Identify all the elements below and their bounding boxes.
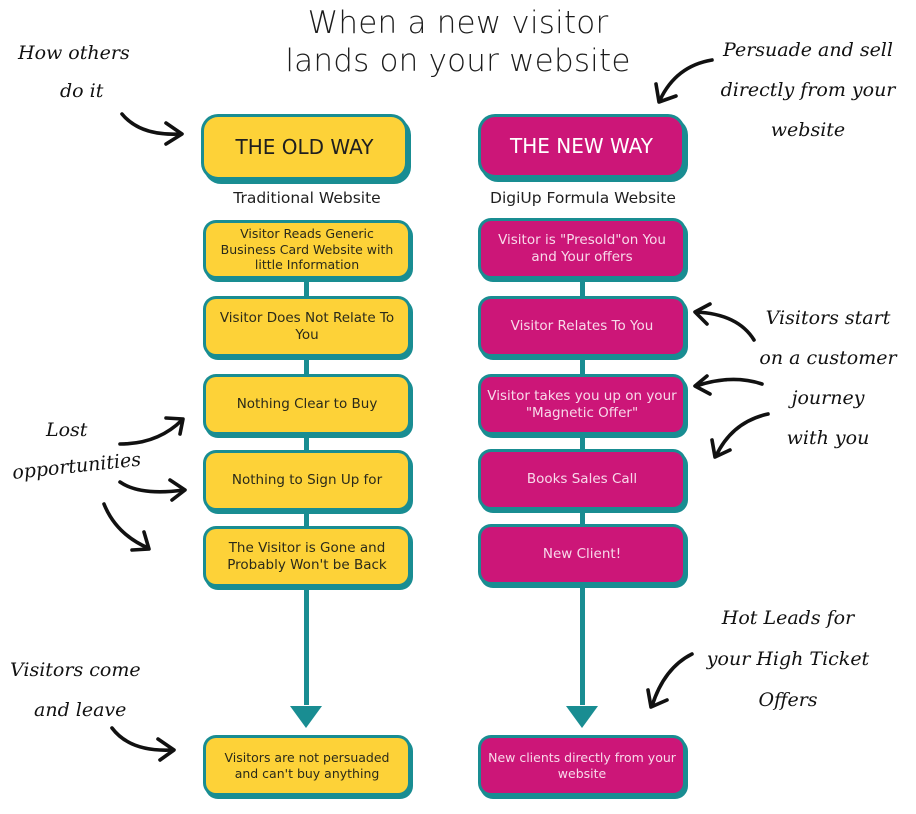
annotation-journey-line-3: journey	[791, 387, 865, 409]
annotation-lost-opportunities: Lost opportunities	[4, 412, 154, 484]
annotation-persuade-line-2: directly from your	[720, 79, 896, 101]
annotation-journey: Visitors start on a customer journey wit…	[748, 298, 908, 458]
annotation-lost-line-1: Lost	[46, 419, 88, 441]
old-way-arrowhead-icon	[290, 706, 322, 728]
title-line-1: When a new visitor	[307, 5, 609, 41]
annotation-hot-leads-line-2: your High Ticket	[706, 648, 870, 670]
new-step-4: Books Sales Call	[481, 452, 683, 507]
annotation-persuade: Persuade and sell directly from your web…	[708, 30, 908, 150]
old-way-outcome: Visitors are not persuaded and can't buy…	[206, 738, 408, 793]
page-title: When a new visitor lands on your website	[0, 4, 916, 80]
new-way-header: THE NEW WAY	[481, 117, 682, 175]
annotation-hot-leads-line-1: Hot Leads for	[721, 607, 855, 629]
new-way-outcome: New clients directly from your website	[481, 738, 683, 793]
annotation-journey-line-1: Visitors start	[765, 307, 891, 329]
new-way-subtitle: DigiUp Formula Website	[490, 189, 676, 207]
old-step-2: Visitor Does Not Relate To You	[206, 299, 408, 354]
old-step-5: The Visitor is Gone and Probably Won't b…	[206, 529, 408, 584]
old-step-4: Nothing to Sign Up for	[206, 453, 408, 508]
annotation-journey-line-2: on a customer	[759, 347, 897, 369]
annotation-come-leave-line-1: Visitors come	[10, 659, 141, 681]
annotation-persuade-line-3: website	[770, 119, 846, 141]
new-step-1: Visitor is "Presold"on You and Your offe…	[481, 221, 683, 276]
annotation-come-leave: Visitors come and leave	[4, 650, 154, 730]
annotation-persuade-line-1: Persuade and sell	[723, 39, 893, 61]
title-line-2: lands on your website	[285, 43, 631, 79]
new-step-3: Visitor takes you up on your "Magnetic O…	[481, 377, 683, 432]
annotation-how-others-line-2: do it	[60, 80, 104, 102]
annotation-come-leave-line-2: and leave	[34, 699, 127, 721]
new-way-arrowhead-icon	[566, 706, 598, 728]
annotation-how-others: How others do it	[4, 34, 154, 110]
new-step-5: New Client!	[481, 527, 683, 582]
annotation-hot-leads: Hot Leads for your High Ticket Offers	[688, 598, 888, 721]
old-way-subtitle: Traditional Website	[233, 189, 381, 207]
new-step-2: Visitor Relates To You	[481, 299, 683, 354]
annotation-how-others-line-1: How others	[18, 42, 130, 64]
old-step-3: Nothing Clear to Buy	[206, 377, 408, 432]
annotation-hot-leads-line-3: Offers	[758, 689, 818, 711]
old-way-header: THE OLD WAY	[204, 117, 405, 177]
annotation-journey-line-4: with you	[786, 427, 870, 449]
old-step-1: Visitor Reads Generic Business Card Webs…	[206, 223, 408, 276]
